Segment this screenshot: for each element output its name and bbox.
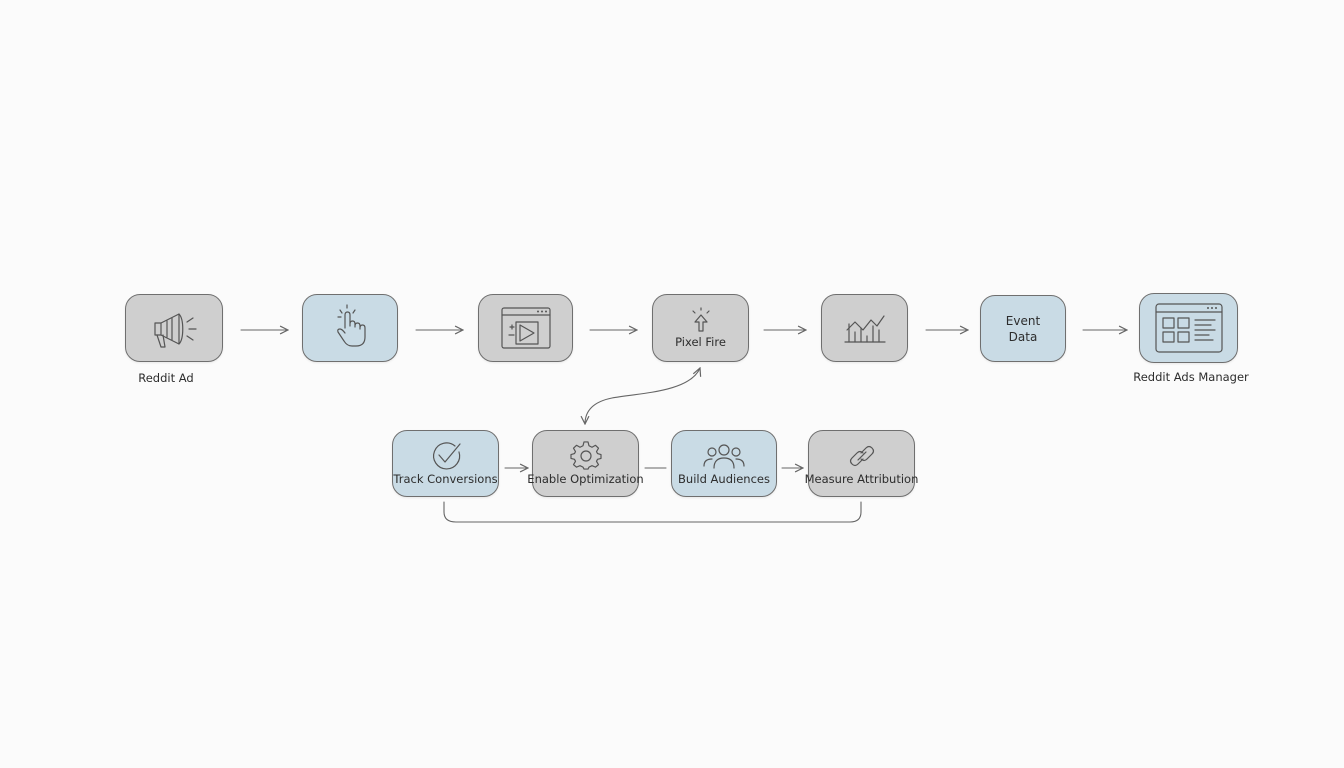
analytics-node (821, 294, 908, 362)
checkmark-icon (432, 442, 461, 470)
pixel-fire-label: Pixel Fire (675, 334, 726, 349)
ads-manager-node (1139, 293, 1238, 363)
reddit-ad-node (125, 294, 223, 362)
people-icon (703, 444, 745, 469)
arrow-pixel-to-outcomes (585, 368, 700, 424)
link-icon (849, 445, 874, 467)
loop-bracket (443, 501, 862, 523)
enable-optimization-node: Enable Optimization (527, 430, 644, 497)
gear-icon (569, 441, 602, 470)
event-data-label-line2: Data (1008, 329, 1038, 344)
click-node (302, 294, 398, 362)
megaphone-icon (154, 313, 197, 348)
landing-page-node (478, 294, 573, 362)
ads-manager-caption: Reddit Ads Manager (1133, 370, 1249, 384)
arrow-burst-icon (691, 306, 710, 332)
measure-attribution-node: Measure Attribution (805, 430, 918, 497)
dashboard-icon (1154, 303, 1223, 353)
event-data-node: Event Data (980, 295, 1066, 362)
build-audiences-node: Build Audiences (671, 430, 777, 497)
line-chart-icon (843, 315, 886, 343)
pixel-fire-node: Pixel Fire (652, 294, 749, 362)
measure-attribution-label: Measure Attribution (804, 472, 919, 486)
track-conversions-label: Track Conversions (393, 472, 498, 486)
build-audiences-label: Build Audiences (678, 472, 770, 486)
event-data-label-line1: Event (1005, 313, 1041, 328)
hand-pointer-icon (337, 304, 366, 347)
enable-optimization-label: Enable Optimization (527, 472, 644, 486)
reddit-ad-caption: Reddit Ad (138, 371, 194, 385)
track-conversions-node: Track Conversions (392, 430, 499, 497)
browser-window-icon (500, 307, 551, 349)
